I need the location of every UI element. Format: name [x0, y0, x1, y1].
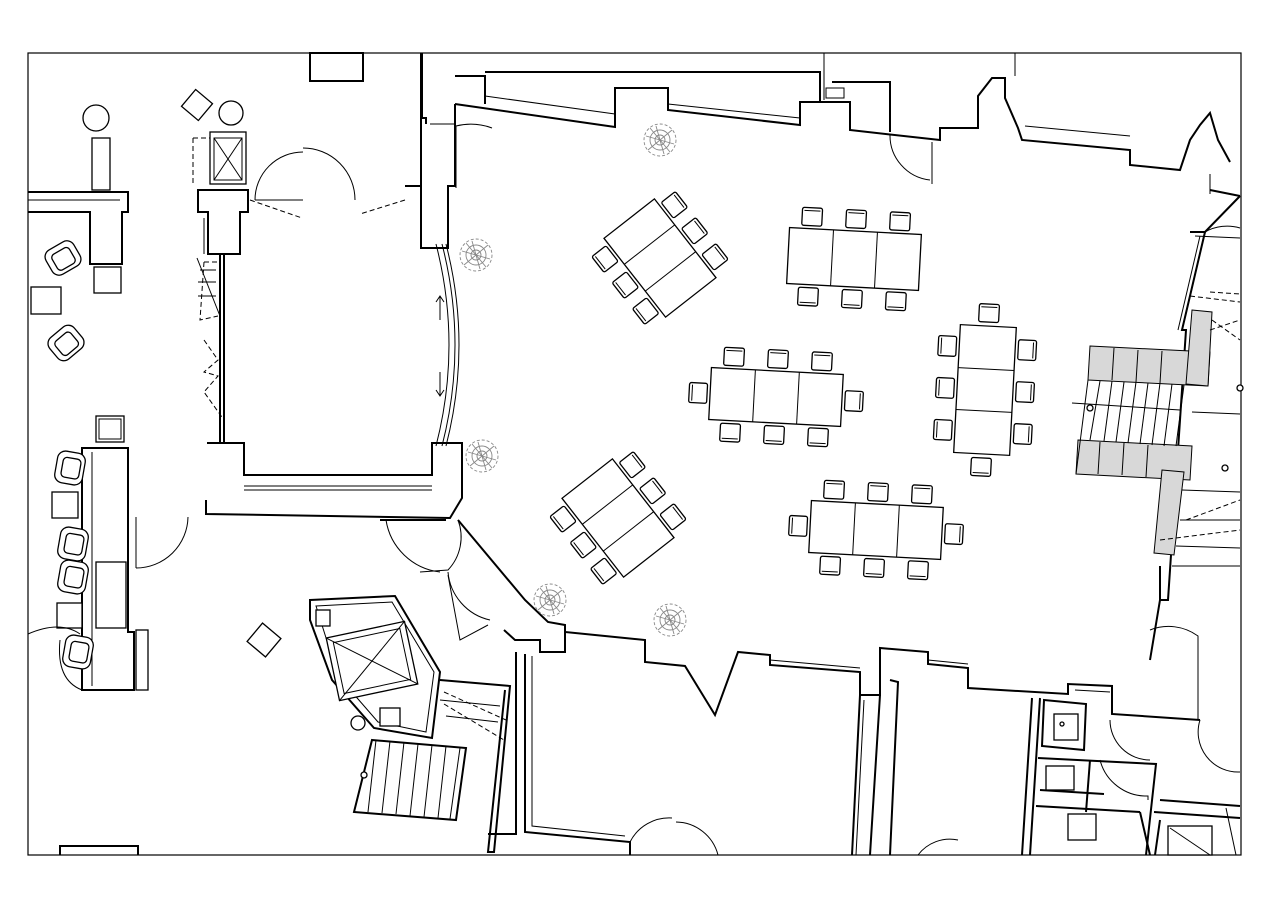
table-group-5 — [932, 302, 1038, 478]
stage-room — [196, 53, 493, 520]
table-group-6 — [787, 479, 965, 581]
table-group-4 — [687, 346, 865, 448]
table-group-1 — [591, 190, 729, 326]
plant — [459, 238, 493, 272]
plant — [653, 603, 687, 637]
drawing-frame — [27, 52, 1242, 856]
table-group-3 — [785, 206, 923, 312]
table-group-2 — [549, 450, 687, 586]
left-wing — [27, 52, 364, 855]
lower-rooms — [309, 594, 1241, 856]
plant — [465, 439, 499, 473]
plant — [533, 583, 567, 617]
plant — [643, 123, 677, 157]
